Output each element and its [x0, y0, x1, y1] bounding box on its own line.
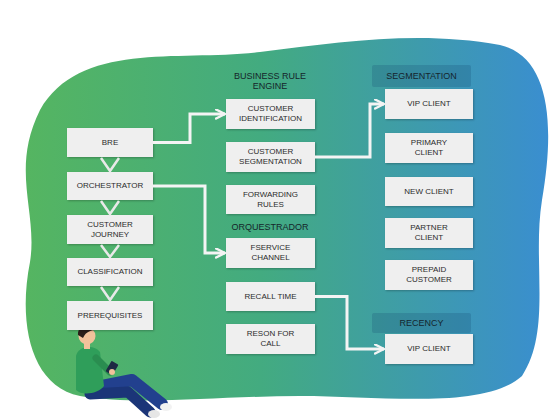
node-text: CUSTOMER IDENTIFICATION: [236, 104, 305, 124]
background-blob: [26, 38, 548, 401]
section-band: RECENCY: [372, 313, 471, 333]
rule-box: FORWARDING RULES: [226, 185, 315, 214]
section-heading: BUSINESS RULE ENGINE: [222, 71, 318, 91]
section-heading: ORQUESTRADOR: [222, 222, 318, 232]
node-text: RECALL TIME: [244, 292, 296, 302]
segment-box: VIP CLIENT: [385, 334, 473, 364]
node-text: PRIMARY CLIENT: [397, 138, 461, 158]
person-shoe: [160, 403, 172, 411]
segment-box: PARTNER CLIENT: [385, 218, 473, 248]
process-box: BRE: [67, 128, 153, 157]
person-illustration: [76, 325, 172, 418]
segment-box: NEW CLIENT: [385, 177, 473, 206]
node-text: CUSTOMER SEGMENTATION: [236, 147, 305, 167]
chevron-connector: [101, 158, 119, 171]
process-box: CUSTOMER JOURNEY: [67, 215, 153, 244]
chevron-connector: [101, 201, 119, 214]
node-text: ORCHESTRATOR: [77, 181, 143, 191]
node-text: NEW CLIENT: [404, 187, 453, 197]
rule-box: CUSTOMER IDENTIFICATION: [226, 99, 315, 129]
node-text: PARTNER CLIENT: [397, 223, 461, 243]
node-text: CLASSIFICATION: [77, 267, 142, 277]
node-text: RESON FOR CALL: [236, 329, 305, 349]
node-text: FSERVICE CHANNEL: [236, 243, 305, 263]
person-phone: [106, 361, 119, 375]
person-torso: [76, 347, 104, 393]
node-text: FORWARDING RULES: [236, 190, 305, 210]
segment-box: PREPAID CUSTOMER: [385, 260, 473, 290]
arrow-connector: [315, 297, 384, 350]
chevron-connector: [101, 245, 119, 257]
chevron-connector: [101, 287, 119, 300]
process-box: ORCHESTRATOR: [67, 172, 153, 200]
section-band: SEGMENTATION: [372, 65, 471, 87]
rule-box: RECALL TIME: [226, 282, 315, 311]
arrow-connector: [315, 104, 384, 157]
node-text: VIP CLIENT: [407, 99, 450, 109]
rule-box: FSERVICE CHANNEL: [226, 238, 315, 268]
node-text: RECENCY: [399, 318, 443, 328]
node-text: PREREQUISITES: [78, 311, 143, 321]
process-box: CLASSIFICATION: [67, 258, 153, 286]
node-text: SEGMENTATION: [386, 71, 457, 81]
rule-box: CUSTOMER SEGMENTATION: [226, 142, 315, 172]
segment-box: PRIMARY CLIENT: [385, 133, 473, 163]
node-text: CUSTOMER JOURNEY: [73, 220, 147, 240]
arrow-connector: [153, 114, 225, 143]
segment-box: VIP CLIENT: [385, 89, 473, 119]
person-shoe: [148, 410, 160, 418]
person-leg: [90, 392, 150, 412]
person-hand: [109, 369, 115, 375]
node-text: BRE: [102, 138, 118, 148]
arrow-connector: [153, 186, 225, 253]
rule-box: RESON FOR CALL: [226, 324, 315, 354]
process-box: PREREQUISITES: [67, 301, 153, 330]
node-text: PREPAID CUSTOMER: [397, 265, 461, 285]
node-text: VIP CLIENT: [407, 344, 450, 354]
